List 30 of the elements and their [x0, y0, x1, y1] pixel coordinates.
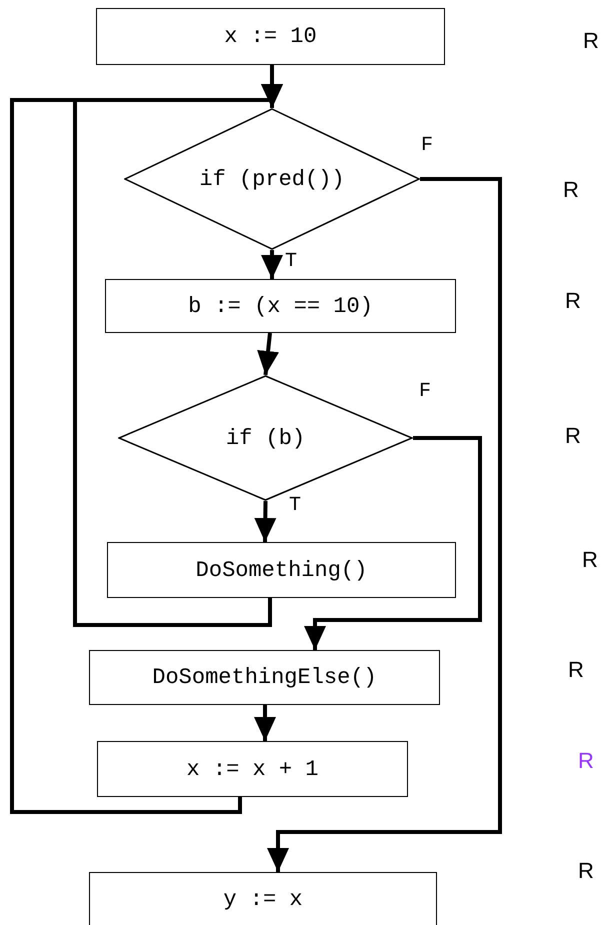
process-box [96, 8, 445, 65]
node-text: DoSomething() [196, 558, 368, 582]
decision-diamond [124, 108, 420, 250]
process-box [97, 741, 408, 797]
label-text: R [563, 177, 579, 203]
label-text: R [578, 748, 594, 774]
node-text: DoSomethingElse() [152, 665, 377, 690]
arrow [257, 332, 279, 376]
node-text: y := x [223, 887, 303, 912]
label-text: R [582, 547, 598, 573]
process-box [105, 279, 456, 333]
label-text: R [578, 858, 594, 884]
arrow [267, 177, 502, 872]
arrow [261, 250, 283, 279]
label-text: R [583, 28, 599, 54]
arrow [254, 500, 276, 542]
node-text: x := x + 1 [186, 756, 319, 782]
process-box [89, 650, 440, 705]
arrow [10, 84, 283, 814]
process-box [89, 872, 437, 925]
node-text: b := (x == 10) [188, 294, 373, 318]
label-text: R [565, 288, 581, 314]
node-text: if (pred()) [199, 166, 345, 192]
label-text: R [565, 423, 581, 449]
node-text: x := 10 [224, 24, 317, 49]
arrow [254, 705, 276, 741]
process-box [107, 542, 456, 598]
node-text: if (b) [226, 426, 306, 450]
label-text: R [568, 657, 584, 683]
arrow [304, 436, 482, 650]
